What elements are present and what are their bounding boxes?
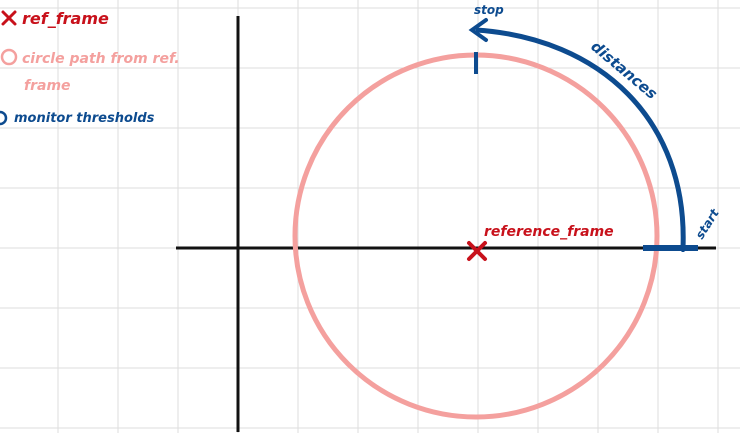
reference-frame-label: reference_frame	[484, 224, 614, 240]
legend-circle-path-label-line2: frame	[24, 78, 71, 94]
legend-cross-icon	[1, 10, 17, 26]
legend-circle-icon	[0, 48, 18, 66]
legend-circle-path-label-line1: circle path from ref.	[22, 51, 180, 67]
stop-label: stop	[474, 3, 504, 17]
distances-arc	[475, 27, 686, 249]
legend-threshold-icon	[0, 110, 8, 126]
legend: ref_frame circle path from ref. frame mo…	[0, 9, 180, 126]
legend-ref-frame-label: ref_frame	[22, 9, 109, 28]
distances-arrowhead-icon	[468, 18, 488, 42]
reference-frame-marker-icon	[467, 241, 487, 261]
legend-monitor-thresholds-label: monitor thresholds	[14, 111, 155, 126]
